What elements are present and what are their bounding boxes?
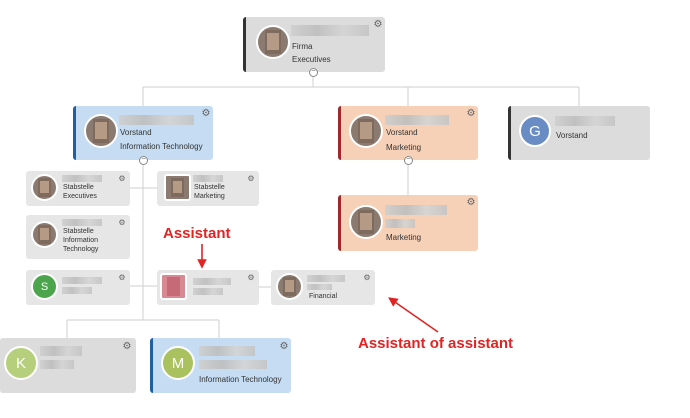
card-subtitle: Information	[63, 237, 99, 244]
blurred-title	[62, 287, 92, 294]
org-card-vorstand-marketing[interactable]: Vorstand Marketing ⚙	[338, 106, 478, 160]
avatar-photo	[31, 221, 58, 248]
card-subtitle: Information Technology	[120, 142, 203, 151]
blurred-name	[62, 175, 102, 182]
org-card-bottom-m[interactable]: M Information Technology ⚙	[150, 338, 291, 393]
gear-icon[interactable]: ⚙	[118, 174, 126, 183]
avatar-photo	[276, 273, 303, 300]
card-subtitle: Marketing	[194, 193, 225, 200]
card-title: Stabstelle	[63, 228, 94, 235]
card-title: Firma	[292, 42, 313, 51]
org-card-marketing-child[interactable]: Marketing ⚙	[338, 195, 478, 251]
org-card-assistant-of-assistant[interactable]: Financial ⚙	[271, 270, 375, 305]
blurred-name	[193, 175, 223, 182]
org-card-root[interactable]: Firma Executives ⚙	[243, 17, 385, 72]
card-title: Stabstelle	[63, 184, 94, 191]
blurred-title	[199, 360, 267, 369]
gear-icon[interactable]: ⚙	[373, 19, 383, 30]
blurred-name	[119, 115, 194, 125]
gear-icon[interactable]: ⚙	[247, 174, 255, 183]
gear-icon[interactable]: ⚙	[118, 273, 126, 282]
org-card-stab-s[interactable]: S ⚙	[26, 270, 130, 305]
avatar-initial: G	[519, 115, 551, 147]
avatar-initial: S	[31, 273, 58, 300]
card-title: Stabstelle	[194, 184, 225, 191]
blurred-title	[193, 288, 223, 295]
collapse-icon[interactable]: −	[309, 68, 318, 77]
card-subtitle: Executives	[63, 193, 97, 200]
blurred-title	[385, 219, 415, 228]
blurred-name	[40, 346, 82, 356]
blurred-name	[555, 116, 615, 126]
gear-icon[interactable]: ⚙	[279, 341, 289, 352]
card-title: Vorstand	[120, 128, 152, 137]
blurred-name	[193, 278, 231, 285]
org-card-bottom-left[interactable]: K ⚙	[0, 338, 136, 393]
avatar-photo	[256, 25, 290, 59]
org-card-stab-it[interactable]: Stabstelle Information Technology ⚙	[26, 215, 130, 259]
blurred-name	[307, 275, 345, 282]
gear-icon[interactable]: ⚙	[118, 218, 126, 227]
card-subtitle: Financial	[309, 293, 338, 300]
gear-icon[interactable]: ⚙	[466, 108, 476, 119]
avatar-photo	[349, 114, 383, 148]
org-card-vorstand-it[interactable]: Vorstand Information Technology ⚙	[73, 106, 213, 160]
avatar-photo	[31, 174, 58, 201]
blurred-name	[62, 277, 102, 284]
card-subtitle: Marketing	[386, 233, 422, 242]
avatar-photo	[84, 114, 118, 148]
blurred-name	[291, 25, 369, 36]
avatar-photo	[160, 273, 187, 300]
avatar-photo	[164, 174, 191, 201]
avatar-initial: M	[161, 346, 195, 380]
blurred-name	[199, 346, 255, 356]
blurred-name	[62, 219, 102, 226]
avatar-initial: K	[4, 346, 38, 380]
card-subtitle: Technology	[63, 246, 99, 253]
card-title: Vorstand	[386, 128, 418, 137]
gear-icon[interactable]: ⚙	[466, 197, 476, 208]
card-subtitle: Information Technology	[199, 375, 282, 384]
blurred-title	[40, 360, 74, 369]
card-subtitle: Executives	[292, 55, 331, 64]
org-card-stab-executives[interactable]: Stabstelle Executives ⚙	[26, 171, 130, 206]
blurred-name	[385, 205, 447, 215]
card-title: Vorstand	[556, 131, 588, 140]
blurred-title	[307, 284, 332, 290]
gear-icon[interactable]: ⚙	[122, 341, 132, 352]
gear-icon[interactable]: ⚙	[363, 273, 371, 282]
card-subtitle: Marketing	[386, 143, 422, 152]
gear-icon[interactable]: ⚙	[247, 273, 255, 282]
org-card-vorstand-g[interactable]: G Vorstand	[508, 106, 650, 160]
org-card-stab-marketing[interactable]: Stabstelle Marketing ⚙	[157, 171, 259, 206]
avatar-photo	[349, 205, 383, 239]
org-card-assistant[interactable]: ⚙	[157, 270, 259, 305]
collapse-icon[interactable]: −	[139, 156, 148, 165]
gear-icon[interactable]: ⚙	[201, 108, 211, 119]
annotation-assistant-of-assistant: Assistant of assistant	[358, 335, 514, 352]
annotation-assistant: Assistant	[163, 225, 231, 242]
blurred-name	[385, 115, 449, 125]
collapse-icon[interactable]: −	[404, 156, 413, 165]
